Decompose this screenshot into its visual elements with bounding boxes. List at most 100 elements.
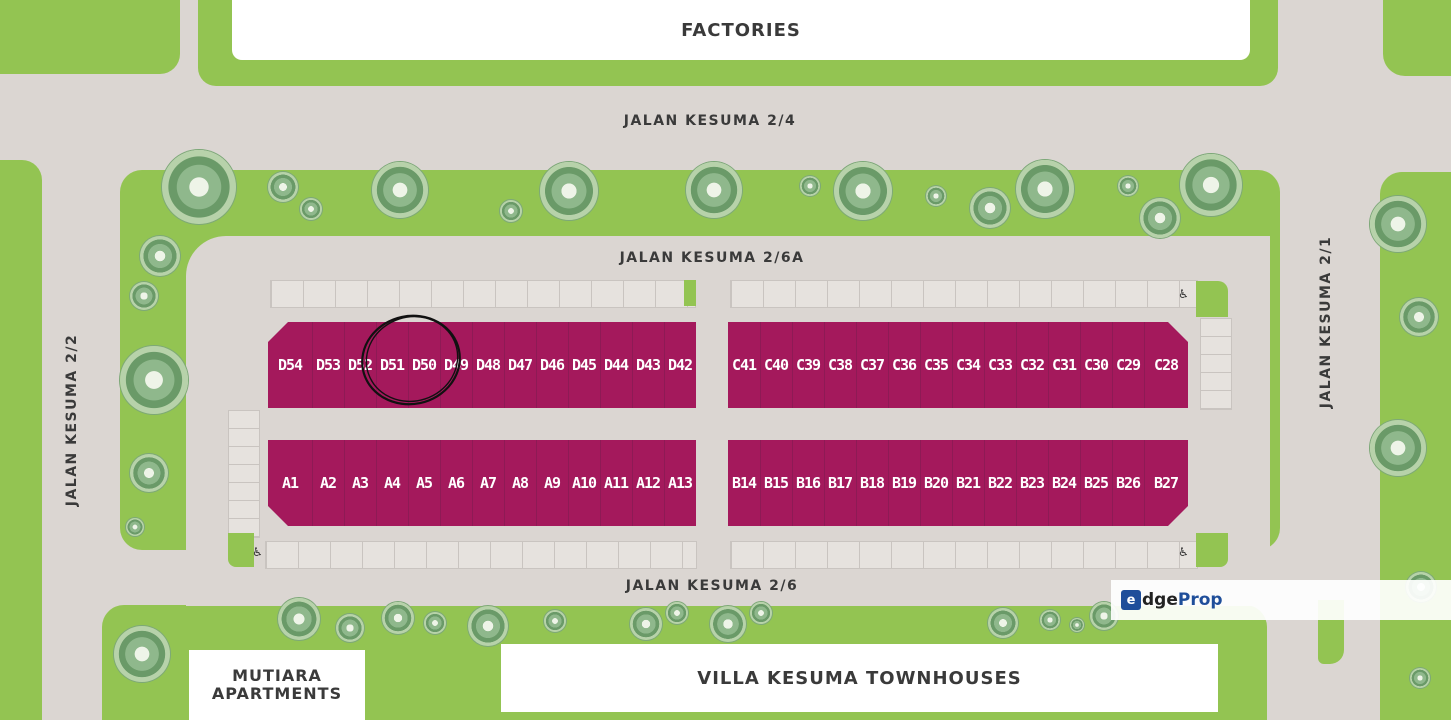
lot-a13[interactable]: A13 <box>667 474 693 492</box>
tree-icon <box>544 610 566 632</box>
lot-a10[interactable]: A10 <box>568 440 601 526</box>
lot-b25[interactable]: B25 <box>1080 440 1113 526</box>
tree-icon <box>130 282 158 310</box>
lot-d53[interactable]: D53 <box>312 322 345 408</box>
lot-c29[interactable]: C29 <box>1112 322 1145 408</box>
lot-a1[interactable]: A1 <box>268 440 313 526</box>
tree-icon <box>1140 198 1180 238</box>
mutiara-apartments-building: MUTIARA APARTMENTS <box>189 650 365 720</box>
lot-b22[interactable]: B22 <box>984 440 1017 526</box>
tree-icon <box>500 200 522 222</box>
lot-c30[interactable]: C30 <box>1080 322 1113 408</box>
lot-d42[interactable]: D42 <box>667 356 693 374</box>
lot-b27[interactable]: B27 <box>1153 474 1179 492</box>
lot-a11[interactable]: A11 <box>600 440 633 526</box>
grass-corner-2 <box>1196 281 1228 317</box>
wheelchair-icon: ♿ <box>1178 287 1189 301</box>
lot-b15[interactable]: B15 <box>760 440 793 526</box>
lot-d50[interactable]: D50 <box>408 322 441 408</box>
tree-icon <box>1370 420 1426 476</box>
lot-c28[interactable]: C28 <box>1153 356 1179 374</box>
tree-icon <box>834 162 892 220</box>
tree-icon <box>1070 618 1084 632</box>
tree-icon <box>1180 154 1242 216</box>
tree-icon <box>382 602 414 634</box>
lot-a2[interactable]: A2 <box>312 440 345 526</box>
edgeprop-watermark: e dgeProp <box>1111 580 1451 620</box>
tree-icon <box>372 162 428 218</box>
lot-row-b: B14 B15 B16 B17 B18 B19 B20 B21 B22 B23 … <box>728 440 1188 526</box>
lot-a4[interactable]: A4 <box>376 440 409 526</box>
tree-icon <box>1410 668 1430 688</box>
tree-icon <box>926 186 946 206</box>
lot-b24[interactable]: B24 <box>1048 440 1081 526</box>
tree-icon <box>114 626 170 682</box>
lot-d47[interactable]: D47 <box>504 322 537 408</box>
lot-b18[interactable]: B18 <box>856 440 889 526</box>
lot-a6[interactable]: A6 <box>440 440 473 526</box>
tree-icon <box>126 518 144 536</box>
lot-c31[interactable]: C31 <box>1048 322 1081 408</box>
tree-icon <box>1040 610 1060 630</box>
lot-c32[interactable]: C32 <box>1016 322 1049 408</box>
lot-d45[interactable]: D45 <box>568 322 601 408</box>
grass-corner-4 <box>1196 533 1228 567</box>
parking-top-left <box>270 280 696 308</box>
lot-a7[interactable]: A7 <box>472 440 505 526</box>
lot-d46[interactable]: D46 <box>536 322 569 408</box>
lot-c33[interactable]: C33 <box>984 322 1017 408</box>
tree-icon <box>278 598 320 640</box>
factories-building: FACTORIES <box>232 0 1250 60</box>
parking-mid-right <box>1200 318 1232 410</box>
edgeprop-logo-icon: e <box>1121 590 1141 610</box>
parking-mid-left <box>228 410 260 538</box>
lot-b26[interactable]: B26 <box>1112 440 1145 526</box>
tree-icon <box>130 454 168 492</box>
lot-b19[interactable]: B19 <box>888 440 921 526</box>
tree-icon <box>1118 176 1138 196</box>
lot-d43[interactable]: D43 <box>632 322 665 408</box>
lot-c36[interactable]: C36 <box>888 322 921 408</box>
lot-b17[interactable]: B17 <box>824 440 857 526</box>
lot-a12[interactable]: A12 <box>632 440 665 526</box>
tree-icon <box>120 346 188 414</box>
lot-b20[interactable]: B20 <box>920 440 953 526</box>
lot-c39[interactable]: C39 <box>792 322 825 408</box>
tree-icon <box>140 236 180 276</box>
lot-b16[interactable]: B16 <box>792 440 825 526</box>
edgeprop-logo-text: dgeProp <box>1142 590 1223 610</box>
lot-d44[interactable]: D44 <box>600 322 633 408</box>
lot-b23[interactable]: B23 <box>1016 440 1049 526</box>
lot-b14[interactable]: B14 <box>728 440 761 526</box>
lot-c35[interactable]: C35 <box>920 322 953 408</box>
street-label-kesuma-2-2: JALAN KESUMA 2/2 <box>64 333 80 507</box>
lot-row-a: A1 A2 A3 A4 A5 A6 A7 A8 A9 A10 A11 A12 A… <box>268 440 696 526</box>
lot-c37[interactable]: C37 <box>856 322 889 408</box>
lot-row-d: D54 D53 D52 D51 D50 D49 D48 D47 D46 D45 … <box>268 322 696 408</box>
street-label-kesuma-2-4: JALAN KESUMA 2/4 <box>623 113 797 129</box>
tree-icon <box>540 162 598 220</box>
parking-bottom-left <box>265 541 697 569</box>
lot-c34[interactable]: C34 <box>952 322 985 408</box>
grass-top-right <box>1383 0 1451 76</box>
tree-icon <box>268 172 298 202</box>
lot-c40[interactable]: C40 <box>760 322 793 408</box>
lot-d54[interactable]: D54 <box>268 322 313 408</box>
tree-icon <box>300 198 322 220</box>
lot-a9[interactable]: A9 <box>536 440 569 526</box>
grass-left-strip <box>0 160 42 720</box>
lot-d48[interactable]: D48 <box>472 322 505 408</box>
lot-c38[interactable]: C38 <box>824 322 857 408</box>
lot-a5[interactable]: A5 <box>408 440 441 526</box>
lot-a8[interactable]: A8 <box>504 440 537 526</box>
tree-icon <box>1016 160 1074 218</box>
tree-icon <box>800 176 820 196</box>
street-label-kesuma-2-6: JALAN KESUMA 2/6 <box>625 578 799 594</box>
wheelchair-icon: ♿ <box>1178 545 1189 559</box>
tree-icon <box>686 162 742 218</box>
lot-b21[interactable]: B21 <box>952 440 985 526</box>
lot-a3[interactable]: A3 <box>344 440 377 526</box>
tree-icon <box>1370 196 1426 252</box>
lot-d51[interactable]: D51 <box>376 322 409 408</box>
lot-c41[interactable]: C41 <box>728 322 761 408</box>
